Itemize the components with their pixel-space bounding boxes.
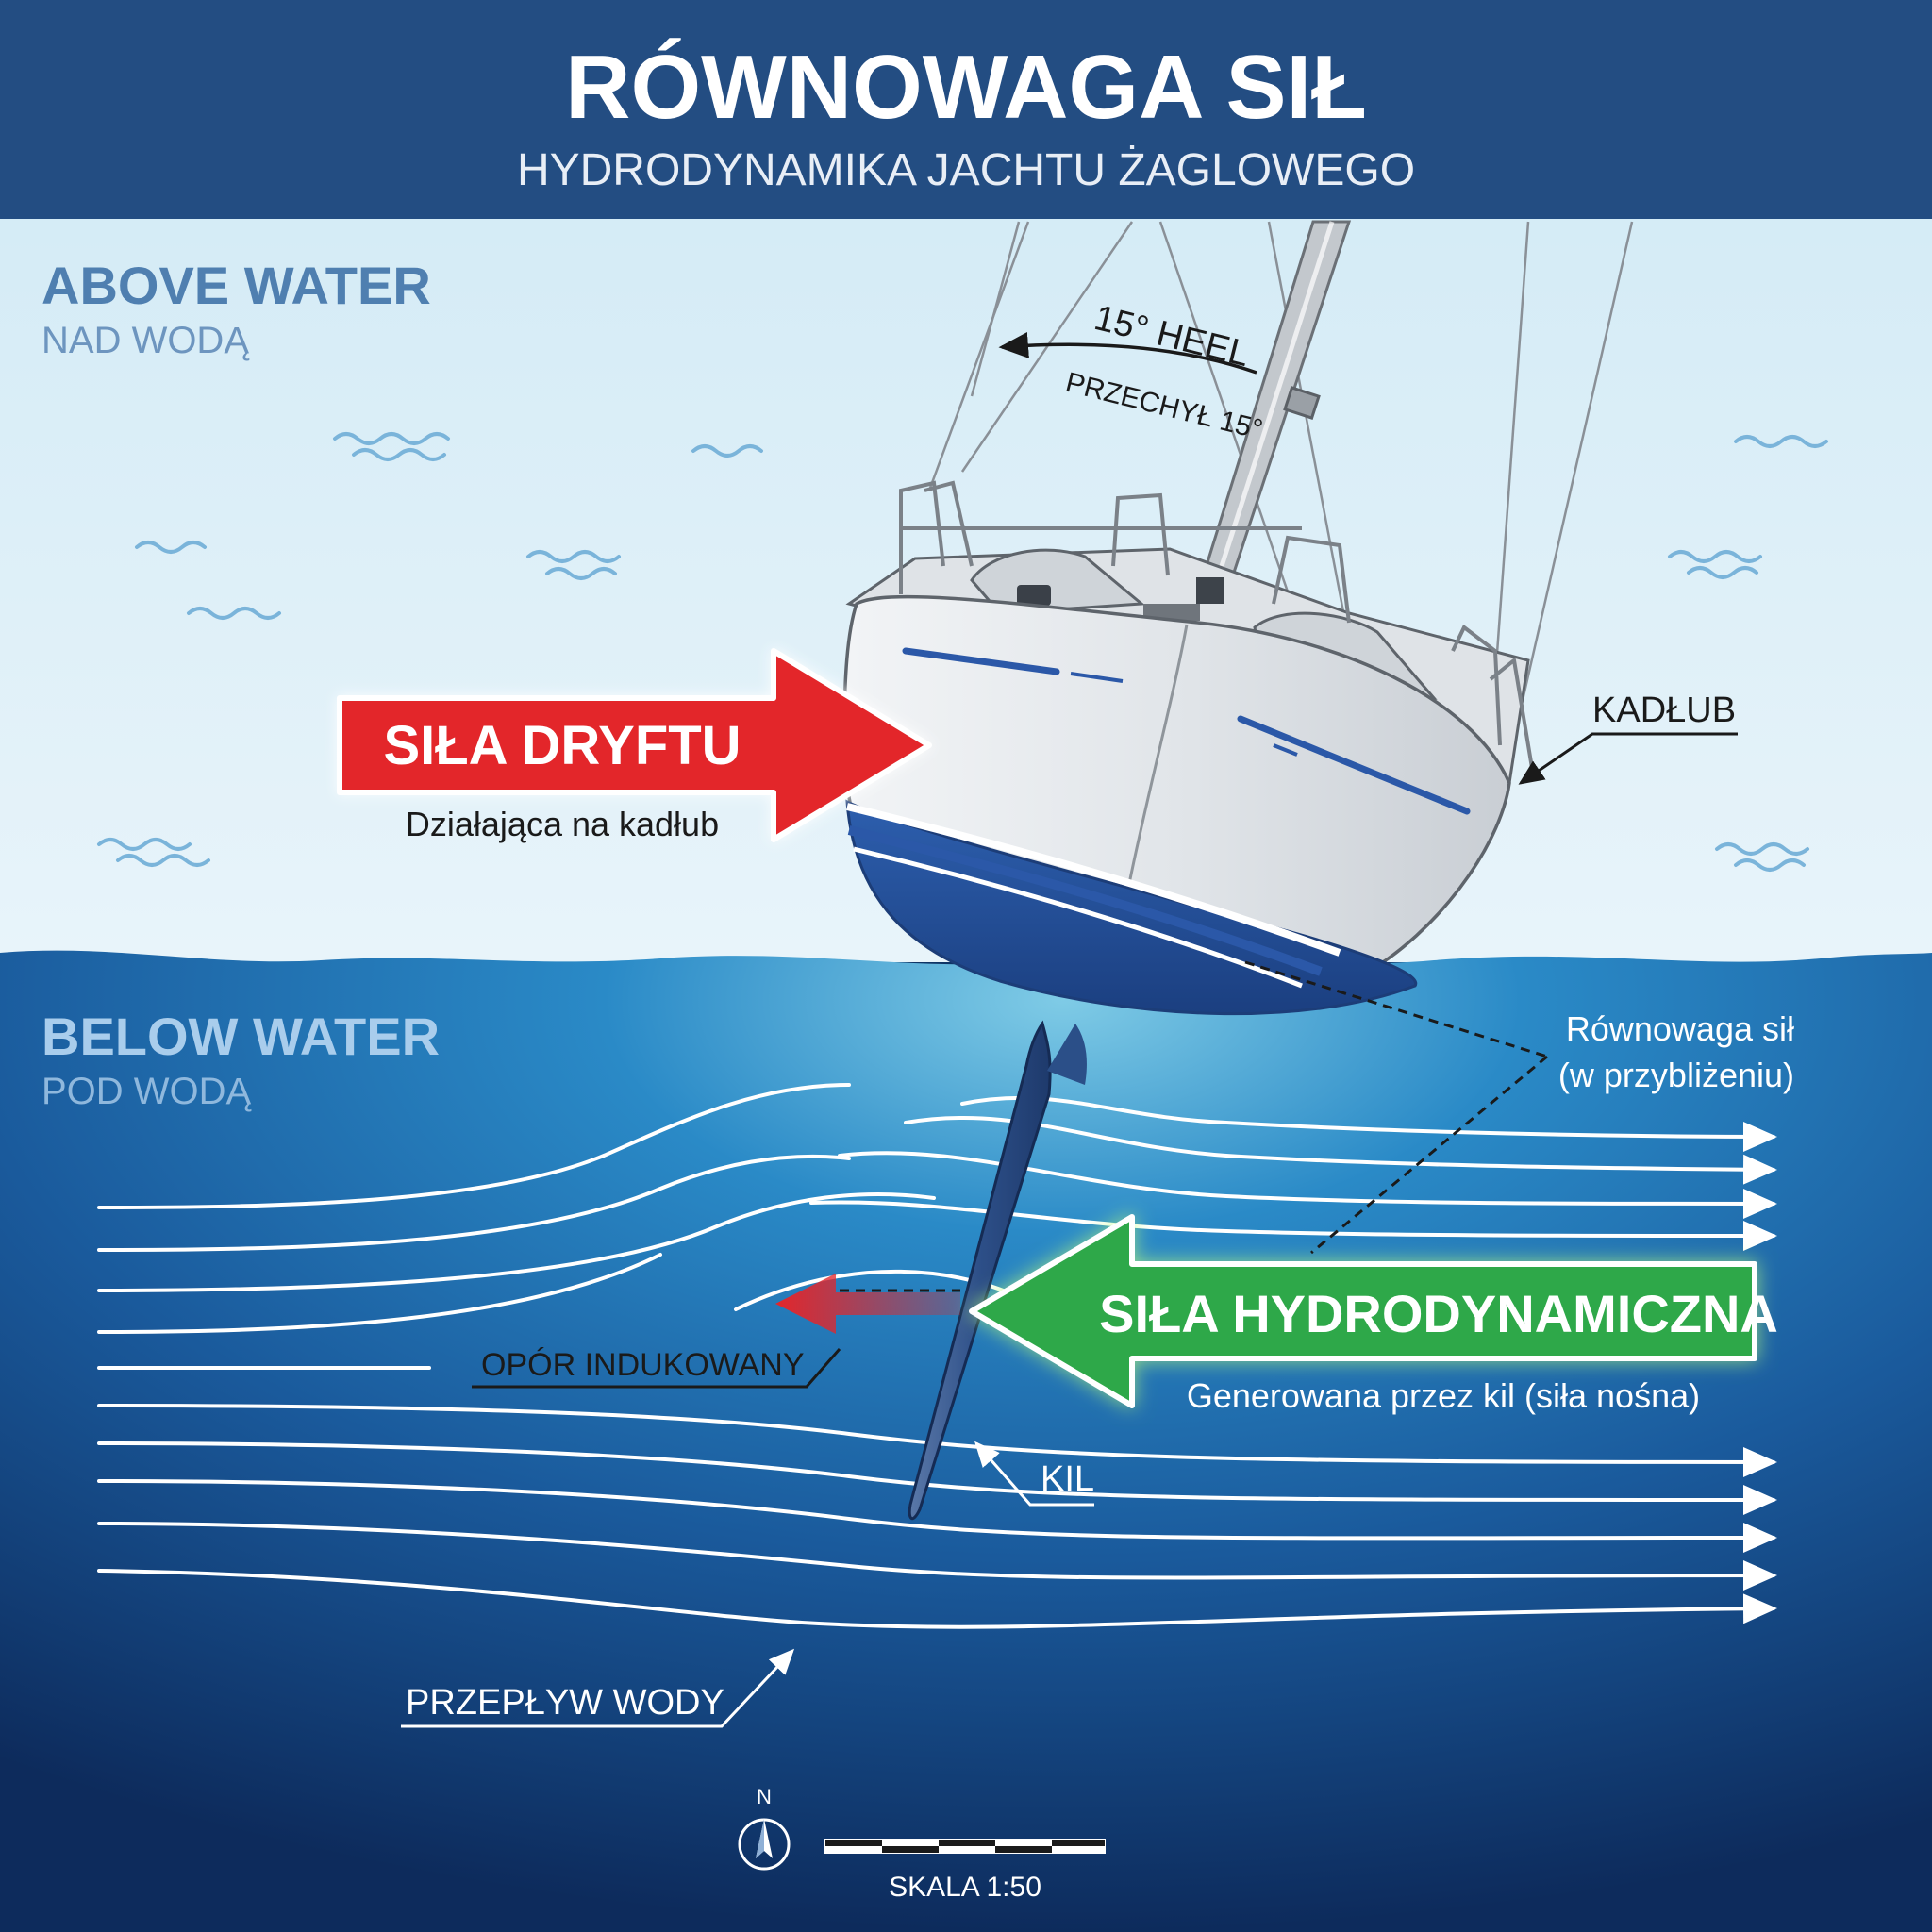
mast bbox=[1198, 220, 1352, 591]
below-water-subtitle: POD WODĄ bbox=[42, 1071, 252, 1112]
yacht-hull bbox=[842, 480, 1535, 1016]
scale-bar bbox=[824, 1839, 1106, 1854]
induced-drag-arrow bbox=[775, 1274, 960, 1334]
balance-leaders bbox=[1244, 960, 1548, 1255]
keel-leader bbox=[974, 1441, 1094, 1507]
above-water-subtitle: NAD WODĄ bbox=[42, 320, 249, 361]
rigging-shrouds bbox=[927, 221, 1634, 718]
page-title: RÓWNOWAGA SIŁ bbox=[565, 37, 1367, 138]
compass-north: N bbox=[757, 1785, 772, 1808]
below-water-title: BELOW WATER bbox=[42, 1007, 440, 1066]
hydrodynamic-force-title: SIŁA HYDRODYNAMICZNA bbox=[1099, 1284, 1778, 1343]
water-flow-label: PRZEPŁYW WODY bbox=[406, 1683, 724, 1723]
water-flow-leader bbox=[401, 1648, 795, 1728]
balance-note-line2: (w przybliżeniu) bbox=[1558, 1056, 1794, 1094]
drift-force-arrow bbox=[337, 648, 932, 842]
hull-leader bbox=[1518, 732, 1738, 785]
page-subtitle: HYDRODYNAMIKA JACHTU ŻAGLOWEGO bbox=[517, 145, 1415, 195]
header-band bbox=[0, 0, 1932, 219]
drift-force-subtitle: Działająca na kadłub bbox=[406, 805, 719, 843]
water-body bbox=[0, 950, 1932, 1932]
keel-label: KIL bbox=[1041, 1459, 1094, 1499]
keel bbox=[908, 1020, 1087, 1520]
above-water-title: ABOVE WATER bbox=[42, 256, 431, 315]
hydrodynamic-force-arrow bbox=[969, 1214, 1757, 1408]
water-flow-lines bbox=[97, 1083, 1777, 1629]
scale-label: SKALA 1:50 bbox=[889, 1872, 1041, 1903]
balance-note-line1: Równowaga sił bbox=[1566, 1009, 1794, 1048]
induced-drag-leader bbox=[472, 1348, 841, 1389]
hydrodynamic-force-subtitle: Generowana przez kil (siła nośna) bbox=[1187, 1376, 1700, 1415]
induced-drag-label: OPÓR INDUKOWANY bbox=[481, 1347, 805, 1383]
sky-ripples bbox=[97, 432, 1828, 872]
hull-label: KADŁUB bbox=[1592, 691, 1736, 730]
drift-force-title: SIŁA DRYFTU bbox=[383, 715, 741, 776]
compass-rose-icon bbox=[738, 1818, 791, 1871]
